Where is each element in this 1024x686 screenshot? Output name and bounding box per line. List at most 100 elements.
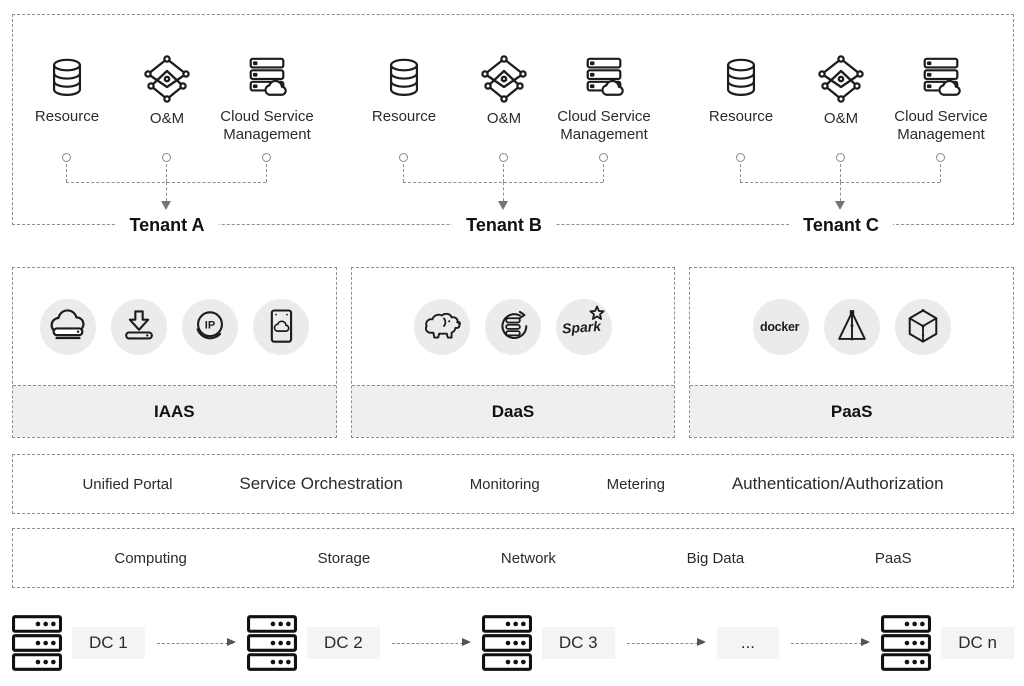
tenant-group-b: Resource O&M Cloud Service Management Te… [354, 15, 654, 238]
csm-label: Cloud Service Management [894, 108, 988, 143]
server-rack-icon [482, 615, 532, 671]
data-sync-icon [485, 298, 541, 355]
network-graph-icon [480, 55, 528, 103]
service-layer-row: IAAS DaaS [12, 267, 1015, 438]
tenant-c-om: O&M [791, 55, 891, 128]
right-arrow-icon [156, 638, 237, 646]
connector-line [503, 164, 504, 182]
service-item: Service Orchestration [239, 474, 403, 493]
service-item: Network [500, 549, 556, 567]
down-arrow-icon [498, 201, 508, 210]
network-graph-icon [143, 55, 191, 103]
server-rack-icon [881, 615, 931, 671]
paas-box: PaaS [689, 267, 1015, 438]
tetrahedron-icon [823, 298, 880, 355]
connector-dot [736, 153, 745, 162]
down-arrow-icon [161, 201, 171, 210]
tenant-name: Tenant A [17, 213, 317, 238]
down-arrow-icon [835, 201, 845, 210]
connector-dot [399, 153, 408, 162]
database-icon [381, 55, 427, 101]
dc-label: DC 1 [72, 627, 145, 659]
daas-label: DaaS [351, 385, 675, 437]
service-item: Computing [114, 549, 187, 567]
resource-label: Resource [708, 108, 774, 125]
service-item: PaaS [874, 549, 912, 567]
tenant-group-a: Resource O&M Cloud Service Management Te… [17, 15, 317, 238]
om-label: O&M [486, 110, 522, 127]
right-arrow-icon [626, 638, 707, 646]
tenant-c-resource: Resource [691, 55, 791, 126]
database-icon [44, 55, 90, 101]
connector-dot [499, 153, 508, 162]
om-label: O&M [149, 110, 185, 127]
connector-line [840, 164, 841, 182]
dc-label: DC n [941, 627, 1014, 659]
service-item: Monitoring [469, 475, 540, 493]
tenant-a-om: O&M [117, 55, 217, 128]
connector-dot [599, 153, 608, 162]
connector-dot [262, 153, 271, 162]
tenant-name: Tenant C [691, 213, 991, 238]
database-icon [718, 55, 764, 101]
cloud-server-icon [581, 55, 627, 101]
tenant-b-om: O&M [454, 55, 554, 128]
service-item: Metering [606, 475, 665, 493]
spark-logo [556, 298, 612, 355]
cloud-server-icon [918, 55, 964, 101]
server-rack-icon [12, 615, 62, 671]
dc-label: DC 3 [541, 627, 615, 659]
connector-line [166, 182, 167, 201]
csm-label: Cloud Service Management [220, 108, 314, 143]
resource-label: Resource [371, 108, 437, 125]
cloud-disk-icon [252, 298, 309, 355]
ellipsis-label: ... [716, 627, 780, 659]
service-item: Authentication/Authorization [731, 474, 944, 493]
service-item: Unified Portal [82, 475, 173, 493]
tenant-group-c: Resource O&M Cloud Service Management Te… [691, 15, 991, 238]
connector-line [840, 182, 841, 201]
connector-line [403, 164, 404, 182]
tenant-b-resource: Resource [354, 55, 454, 126]
right-arrow-icon [391, 638, 472, 646]
connector-line [603, 164, 604, 182]
connector-line [66, 164, 67, 182]
cloud-server-icon [244, 55, 290, 101]
connector-dot [936, 153, 945, 162]
docker-logo [752, 298, 809, 355]
tenant-c-cloud-service-management: Cloud Service Management [869, 55, 1013, 144]
csm-label: Cloud Service Management [557, 108, 651, 143]
service-item: Storage [317, 549, 371, 567]
paas-icons [690, 268, 1013, 385]
daas-box: DaaS [350, 267, 676, 438]
iaas-icons [13, 268, 336, 385]
connector-line [266, 164, 267, 182]
server-rack-icon [247, 615, 297, 671]
tenant-b-cloud-service-management: Cloud Service Management [532, 55, 676, 144]
connector-dot [836, 153, 845, 162]
network-graph-icon [817, 55, 865, 103]
hadoop-icon [414, 298, 470, 355]
ip-address-icon [181, 298, 238, 355]
connector-line [940, 164, 941, 182]
tenant-a-cloud-service-management: Cloud Service Management [195, 55, 339, 144]
daas-icons [352, 268, 675, 385]
infrastructure-services-row: Computing Storage Network Big Data PaaS [12, 528, 1014, 588]
resource-label: Resource [34, 108, 100, 125]
connector-line [503, 182, 504, 201]
datacenter-row: DC 1 DC 2 DC 3 ... DC n [12, 610, 1014, 676]
tenant-name: Tenant B [354, 213, 654, 238]
connector-line [740, 164, 741, 182]
dc-label: DC 2 [306, 627, 380, 659]
service-item: Big Data [686, 549, 745, 567]
connector-dot [162, 153, 171, 162]
om-label: O&M [823, 110, 859, 127]
paas-label: PaaS [690, 385, 1014, 437]
platform-services-row: Unified Portal Service Orchestration Mon… [12, 454, 1014, 514]
tenant-a-resource: Resource [17, 55, 117, 126]
right-arrow-icon [791, 638, 871, 646]
iaas-box: IAAS [12, 267, 337, 438]
install-download-icon [110, 298, 167, 355]
cube-icon [894, 298, 951, 355]
